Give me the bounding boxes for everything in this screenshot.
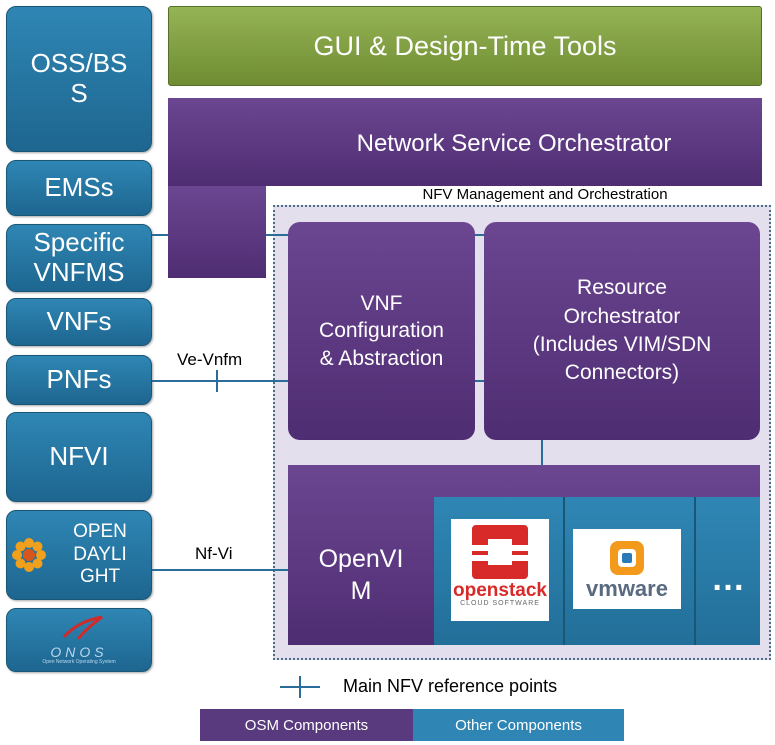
openstack-logo: openstack CLOUD SOFTWARE xyxy=(451,519,549,621)
nf-vi-label: Nf-Vi xyxy=(195,544,233,563)
vnfms-nso-line xyxy=(152,234,168,236)
vnf-ro-line-bottom xyxy=(475,380,484,382)
vmware-logo: vmware xyxy=(573,529,681,609)
openvim-label: OpenVI M xyxy=(318,544,404,606)
specific-vnfms-label: Specific VNFMS xyxy=(33,227,125,287)
emss-box: EMSs xyxy=(6,160,152,216)
opendaylight-label: OPEN DAYLI GHT xyxy=(73,520,127,588)
vnfs-label: VNFs xyxy=(46,306,112,337)
plugin-divider-1 xyxy=(563,497,565,645)
nfvi-label: NFVI xyxy=(49,441,109,472)
openstack-name: openstack xyxy=(453,580,547,601)
nso-vnf-line xyxy=(266,234,288,236)
vnfs-box: VNFs xyxy=(6,298,152,346)
emss-label: EMSs xyxy=(44,172,114,203)
mano-label: NFV Management and Orchestration xyxy=(422,186,668,203)
gui-design-tools-bar: GUI & Design-Time Tools xyxy=(168,6,762,86)
legend-line-vertical xyxy=(299,676,301,698)
legend-other-label: Other Components xyxy=(455,716,582,734)
nfvi-box: NFVI xyxy=(6,412,152,502)
ve-vnfm-label: Ve-Vnfm xyxy=(177,350,243,369)
vmware-icon xyxy=(610,541,644,575)
ve-vnfm-line xyxy=(152,380,288,382)
ro-openvim-line xyxy=(541,440,543,465)
resource-orchestrator-box: Resource Orchestrator (Includes VIM/SDN … xyxy=(484,222,760,440)
ve-vnfm-tick xyxy=(216,370,218,392)
nso-bar xyxy=(168,98,762,186)
plugin-divider-2 xyxy=(694,497,696,645)
more-ellipsis: … xyxy=(711,560,745,598)
onos-tagline: Open Network Operating System xyxy=(42,659,116,665)
opendaylight-flower-icon xyxy=(12,538,46,572)
nso-label: Network Service Orchestrator xyxy=(356,130,672,157)
oss-bss-box: OSS/BS S xyxy=(6,6,152,152)
legend-osm-components: OSM Components xyxy=(200,709,413,741)
vmware-name: vmware xyxy=(586,576,668,601)
gui-design-tools-label: GUI & Design-Time Tools xyxy=(313,30,617,61)
vnf-configuration-box: VNF Configuration & Abstraction xyxy=(288,222,475,440)
legend-other-components: Other Components xyxy=(413,709,624,741)
resource-orchestrator-label: Resource Orchestrator (Includes VIM/SDN … xyxy=(532,276,712,385)
nso-leg xyxy=(168,186,266,278)
vnf-ro-line-top xyxy=(475,234,484,236)
legend-reference-points-label: Main NFV reference points xyxy=(343,676,558,696)
onos-logo-text: ONOS xyxy=(50,644,108,660)
specific-vnfms-box: Specific VNFMS xyxy=(6,224,152,292)
legend-osm-label: OSM Components xyxy=(244,716,369,734)
opendaylight-box: OPEN DAYLI GHT xyxy=(6,510,152,600)
onos-box: ONOS Open Network Operating System xyxy=(6,608,152,672)
openstack-tagline: CLOUD SOFTWARE xyxy=(460,600,540,607)
pnfs-box: PNFs xyxy=(6,355,152,405)
onos-bird-icon xyxy=(62,615,103,640)
openvim-label-area: OpenVI M xyxy=(288,505,434,645)
nf-vi-line xyxy=(152,569,288,571)
openstack-icon xyxy=(472,525,528,579)
vnf-configuration-label: VNF Configuration & Abstraction xyxy=(319,292,444,370)
oss-bss-label: OSS/BS S xyxy=(30,48,128,108)
pnfs-label: PNFs xyxy=(46,364,112,395)
